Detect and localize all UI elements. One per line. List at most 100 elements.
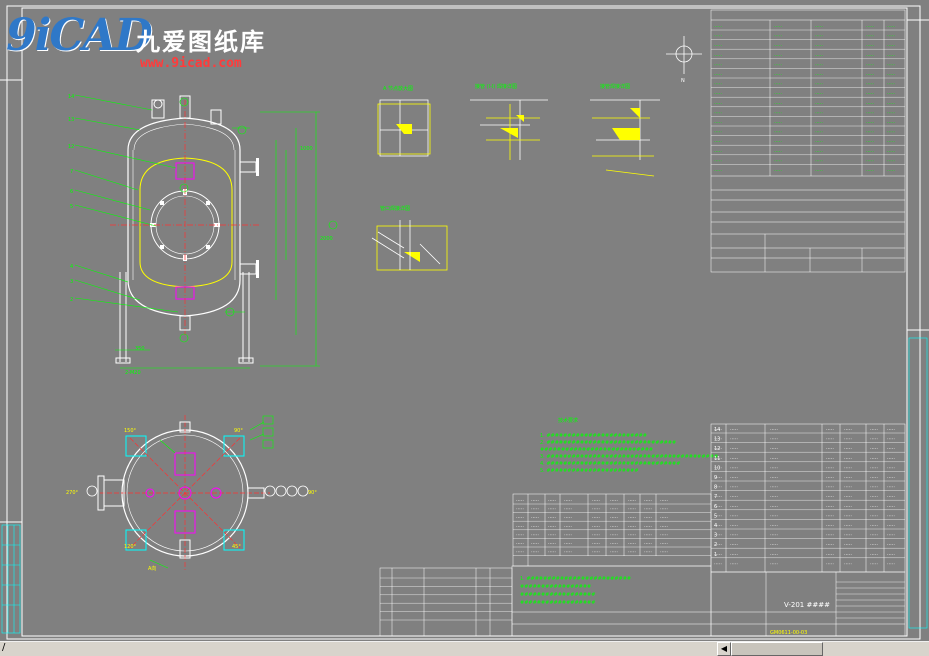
table-cell-mark: ····· — [815, 34, 823, 40]
table-cell-mark: ····· — [714, 168, 722, 174]
table-cell-mark: ····· — [714, 139, 722, 145]
table-cell-mark: ····· — [870, 533, 878, 539]
table-cell-mark: ····· — [660, 524, 668, 530]
table-cell-mark: ····· — [770, 552, 778, 558]
table-cell-mark: ····· — [870, 504, 878, 510]
table-cell-mark: ····· — [826, 427, 834, 433]
svg-text:350: 350 — [135, 346, 145, 352]
horizontal-scroll-thumb[interactable] — [731, 642, 823, 656]
table-cell-mark: ····· — [844, 465, 852, 471]
part-number: 3 — [714, 533, 717, 539]
scroll-left-arrow-icon[interactable]: ◀ — [717, 642, 731, 656]
table-cell-mark: ····· — [714, 513, 722, 519]
table-cell-mark: ····· — [610, 498, 618, 504]
table-cell-mark: ····· — [826, 561, 834, 567]
svg-text:2000: 2000 — [320, 236, 333, 242]
table-cell-mark: ····· — [774, 130, 782, 136]
table-cell-mark: ····· — [714, 72, 722, 78]
table-cell-mark: ····· — [770, 561, 778, 567]
site-logo[interactable]: 9iCAD 九爱图纸库 www.9icad.com — [2, 4, 302, 76]
logo-mark: 9iCAD — [6, 10, 153, 61]
table-cell-mark: ····· — [844, 513, 852, 519]
table-cell-mark: ····· — [887, 24, 895, 30]
notes-heading: 技术要求 — [558, 417, 578, 424]
table-cell-mark: ····· — [564, 532, 572, 538]
table-cell-mark: ····· — [516, 532, 524, 538]
table-cell-mark: ····· — [826, 523, 834, 529]
table-cell-mark: ····· — [564, 498, 572, 504]
table-cell-mark: ····· — [770, 465, 778, 471]
table-cell-mark: ····· — [815, 110, 823, 116]
table-cell-mark: ····· — [730, 552, 738, 558]
table-cell-mark: ····· — [592, 532, 600, 538]
table-cell-mark: ····· — [887, 523, 895, 529]
table-cell-mark: ····· — [714, 149, 722, 155]
table-cell-mark: ····· — [844, 552, 852, 558]
table-cell-mark: ····· — [548, 541, 556, 547]
status-text: / — [2, 642, 6, 653]
table-cell-mark: ····· — [730, 561, 738, 567]
table-cell-mark: ····· — [887, 149, 895, 155]
table-cell-mark: ····· — [815, 101, 823, 107]
table-cell-mark: ····· — [870, 465, 878, 471]
table-cell-mark: ····· — [870, 475, 878, 481]
part-number: 14 — [714, 427, 720, 433]
table-cell-mark: ····· — [887, 120, 895, 126]
table-cell-mark: ····· — [730, 427, 738, 433]
table-cell-mark: ····· — [887, 43, 895, 49]
table-cell-mark: ····· — [826, 475, 834, 481]
logo-site-name: 九爱图纸库 — [136, 28, 266, 56]
table-cell-mark: ····· — [770, 494, 778, 500]
table-cell-mark: ····· — [730, 465, 738, 471]
table-cell-mark: ····· — [826, 504, 834, 510]
table-cell-mark: ····· — [844, 561, 852, 567]
table-cell-mark: ····· — [610, 550, 618, 556]
table-cell-mark: ····· — [730, 437, 738, 443]
technical-notes: 技术要求 1. ######################## 2. ####… — [540, 417, 718, 474]
part-number: 2 — [714, 542, 717, 548]
table-cell-mark: ····· — [516, 541, 524, 547]
table-cell-mark: ····· — [548, 532, 556, 538]
table-cell-mark: ····· — [870, 523, 878, 529]
title-block-rows — [380, 577, 905, 621]
table-cell-mark: ····· — [887, 494, 895, 500]
svg-text:A 节点放大图: A 节点放大图 — [383, 85, 413, 92]
design-data-rows — [711, 29, 905, 165]
table-cell-mark: ····· — [826, 494, 834, 500]
table-cell-mark: ····· — [644, 541, 652, 547]
table-cell-mark: ····· — [866, 34, 874, 40]
title-block-drawing-no: GM0611-00-03 — [770, 630, 807, 636]
table-cell-mark: ····· — [548, 515, 556, 521]
logo-url[interactable]: www.9icad.com — [140, 56, 242, 71]
table-cell-mark: ····· — [887, 552, 895, 558]
table-cell-mark: ····· — [628, 550, 636, 556]
svg-text:#################: ################# — [520, 584, 591, 590]
table-cell-mark: ····· — [770, 427, 778, 433]
svg-text:3. ###########################: 3. #####################################… — [540, 454, 718, 460]
table-cell-mark: ····· — [866, 24, 874, 30]
part-number: 8 — [714, 485, 717, 491]
table-cell-mark: ····· — [628, 524, 636, 530]
svg-text:45°: 45° — [232, 544, 241, 550]
table-cell-mark: ····· — [870, 542, 878, 548]
table-cell-mark: ····· — [548, 507, 556, 513]
table-cell-mark: ····· — [770, 437, 778, 443]
table-cell-mark: ····· — [660, 541, 668, 547]
title-block-name: V-201 #### — [784, 601, 830, 609]
nozzle-table-rows — [513, 503, 711, 556]
table-cell-mark: ····· — [610, 515, 618, 521]
table-cell-mark: ····· — [660, 515, 668, 521]
table-cell-mark: ····· — [815, 120, 823, 126]
table-cell-mark: ····· — [826, 513, 834, 519]
vessel-plan-view: 150°90° 270°90° 120°45° A向 — [66, 415, 317, 572]
svg-text:90°: 90° — [234, 428, 243, 434]
svg-text:N: N — [681, 78, 685, 84]
table-cell-mark: ····· — [866, 43, 874, 49]
table-cell-mark: ····· — [628, 541, 636, 547]
table-cell-mark: ····· — [887, 101, 895, 107]
table-cell-mark: ····· — [774, 82, 782, 88]
part-number: 10 — [714, 465, 720, 471]
table-cell-mark: ····· — [815, 62, 823, 68]
table-cell-mark: ····· — [714, 485, 722, 491]
